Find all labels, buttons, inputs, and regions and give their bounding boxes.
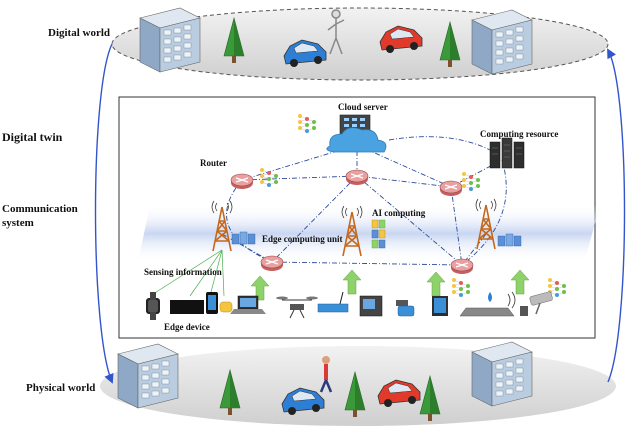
router-icon: [450, 258, 474, 275]
server-rack-icon: [489, 137, 525, 169]
physical-world-label: Physical world: [26, 382, 95, 394]
card-reader-icon: [396, 300, 415, 317]
display-panel-icon: [432, 296, 448, 316]
communication-label-line1: Communication: [2, 203, 78, 215]
digital-twin-label: Digital twin: [2, 130, 63, 144]
person-icon: [319, 356, 333, 393]
smartwatch-icon: [146, 292, 160, 320]
building-icon: [117, 343, 179, 409]
router-icon: [260, 255, 284, 272]
wifi-router-icon: [317, 291, 349, 313]
laptop-icon: [230, 295, 266, 314]
building-icon: [471, 9, 533, 75]
monitor-icon: [359, 295, 383, 317]
edge-computing-unit-label: Edge computing unit: [262, 234, 343, 244]
router-icon: [345, 169, 369, 186]
person-icon: [327, 9, 345, 55]
wearable-icon: [219, 301, 233, 313]
drone-icon: [276, 296, 318, 319]
edge-device-label: Edge device: [164, 322, 210, 332]
camera-icon: [529, 291, 553, 315]
edge-unit-icon: [371, 219, 386, 249]
ai-computing-label: AI computing: [372, 208, 426, 218]
cloud-server-icon: [326, 114, 387, 153]
cloud-server-label: Cloud server: [338, 102, 388, 112]
computing-resource-label: Computing resource: [480, 129, 558, 139]
edge-devices: [146, 291, 553, 320]
edge-unit-icon: [497, 233, 522, 247]
router-label: Router: [200, 158, 227, 168]
communication-band: [138, 205, 600, 262]
building-icon: [471, 341, 533, 407]
communication-label-line2: system: [2, 217, 34, 229]
router-icon: [439, 180, 463, 197]
signal-icon: [507, 291, 528, 316]
water-drop-icon: [488, 292, 492, 302]
sync-arrow-down: [94, 43, 114, 384]
edge-unit-icon: [231, 231, 256, 245]
building-icon: [139, 7, 201, 73]
digital-world-label: Digital world: [48, 27, 110, 39]
digital-world-layer: [111, 7, 609, 81]
network-links: [221, 136, 507, 266]
sensing-information-label: Sensing information: [144, 267, 222, 277]
sensing-lines: [149, 249, 225, 297]
sync-arrow-up: [607, 48, 626, 383]
physical-world-layer: [100, 341, 616, 426]
road-sensor-icon: [459, 307, 515, 317]
phone-icon: [206, 292, 218, 314]
speaker-icon: [170, 300, 204, 314]
router-icon: [230, 173, 254, 190]
